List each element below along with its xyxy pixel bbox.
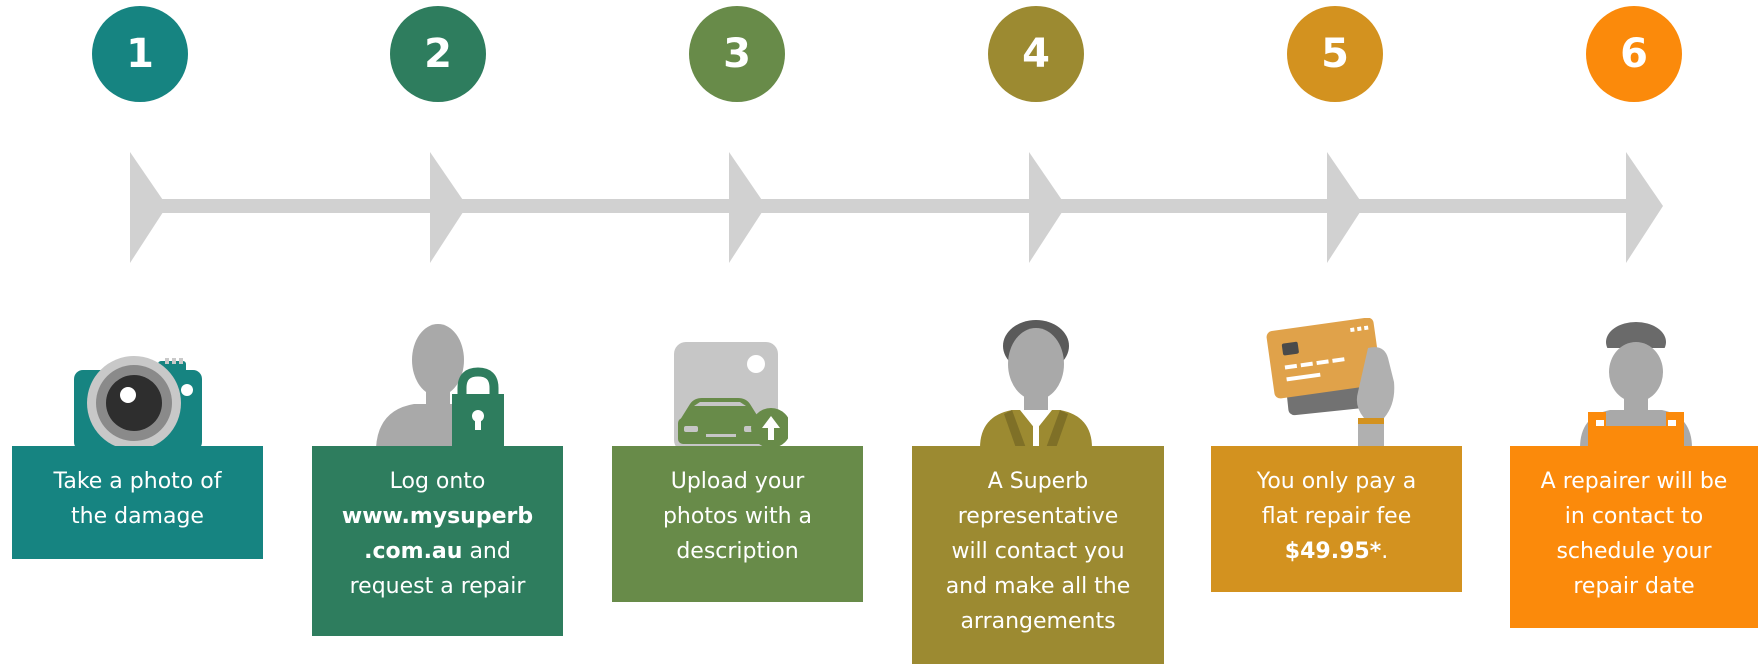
step-5-fee: $49.95*: [1284, 539, 1382, 564]
step-5-text-line-2: flat repair fee: [1261, 504, 1412, 529]
car-photo-upload-icon: [674, 342, 788, 452]
step-1-text-line-1: Take a photo of: [53, 469, 222, 494]
step-3-text-line-3: description: [676, 539, 799, 564]
timeline-marker-4: [1029, 152, 1066, 263]
step-6-text-line-1: A repairer will be: [1540, 469, 1728, 494]
step-4-text-line-2: representative: [957, 504, 1119, 529]
step-4-text-line-4: and make all the: [945, 574, 1131, 599]
step-2-text-line-1: Log onto: [389, 469, 486, 494]
step-2-url-part-1: www.mysuperb: [341, 504, 534, 529]
step-3-text-line-2: photos with a: [662, 504, 813, 529]
timeline-marker-3: [729, 152, 766, 263]
timeline-marker-1: [130, 152, 167, 263]
step-2-number: 2: [390, 6, 486, 102]
step-2-after-url: and: [462, 539, 511, 564]
representative-icon: [980, 320, 1092, 448]
step-5-fee-line: $49.95*.: [1219, 534, 1454, 569]
step-3-number: 3: [689, 6, 785, 102]
step-4-number: 4: [988, 6, 1084, 102]
step-2-url-part-2: .com.au: [364, 539, 463, 564]
step-6-text-line-2: in contact to: [1564, 504, 1704, 529]
step-3-box: Upload your photos with a description: [612, 446, 863, 602]
step-6-number: 6: [1586, 6, 1682, 102]
credit-card-hand-icon: [1266, 318, 1395, 448]
step-2-box: Log onto www.mysuperb .com.au and reques…: [312, 446, 563, 636]
step-1-number: 1: [92, 6, 188, 102]
step-4-box: A Superb representative will contact you…: [912, 446, 1164, 664]
step-5-fee-suffix: .: [1381, 539, 1389, 564]
user-lock-icon: [376, 324, 504, 448]
repairer-icon: [1580, 322, 1692, 448]
step-4-text-line-3: will contact you: [951, 539, 1125, 564]
step-6-text-line-3: schedule your: [1556, 539, 1712, 564]
timeline-marker-2: [430, 152, 467, 263]
step-2-url-line-2: .com.au and: [320, 534, 555, 569]
step-6-box: A repairer will be in contact to schedul…: [1510, 446, 1758, 628]
step-5-number: 5: [1287, 6, 1383, 102]
timeline-line: [140, 199, 1650, 213]
step-4-text-line-5: arrangements: [960, 609, 1116, 634]
step-1-text-line-2: the damage: [71, 504, 204, 529]
step-3-text-line-1: Upload your: [670, 469, 805, 494]
step-2-url-line-1: www.mysuperb: [320, 499, 555, 534]
timeline-marker-5: [1327, 152, 1364, 263]
step-5-box: You only pay a flat repair fee $49.95*.: [1211, 446, 1462, 592]
timeline-arrow-end: [1626, 152, 1663, 263]
step-1-box: Take a photo of the damage: [12, 446, 263, 559]
step-5-text-line-1: You only pay a: [1256, 469, 1417, 494]
step-6-text-line-4: repair date: [1573, 574, 1695, 599]
step-2-text-line-4: request a repair: [349, 574, 526, 599]
camera-icon: [74, 356, 202, 451]
step-4-text-line-1: A Superb: [987, 469, 1089, 494]
